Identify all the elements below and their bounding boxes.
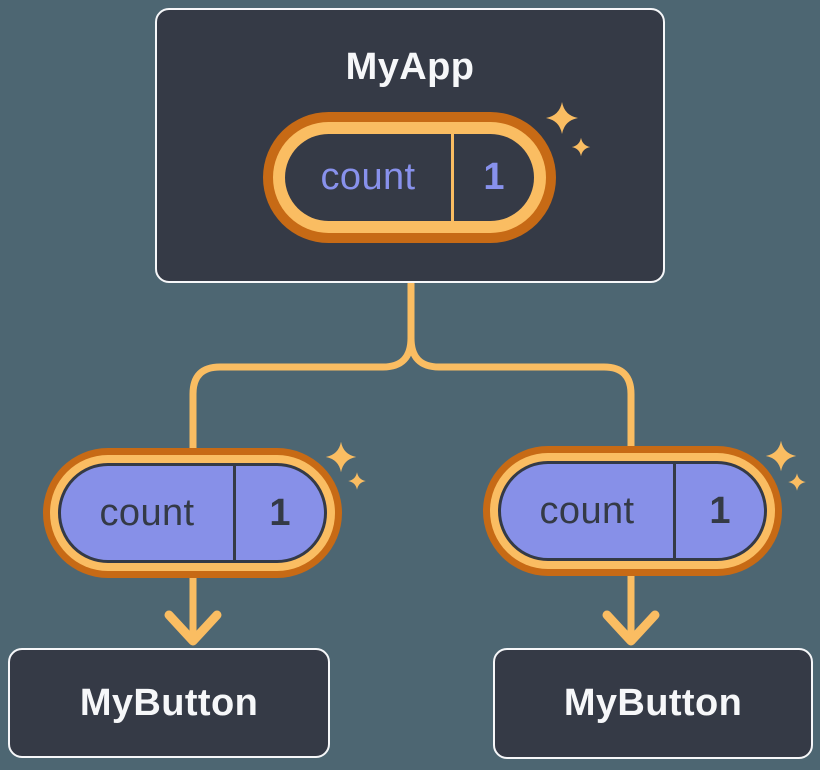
component-node-myapp: MyApp count 1 xyxy=(155,8,665,283)
prop-pill-body: count 1 xyxy=(498,461,767,561)
sparkle-icon xyxy=(325,441,357,473)
prop-name: count xyxy=(539,489,635,532)
prop-pill-body: count 1 xyxy=(58,463,327,563)
state-value: 1 xyxy=(483,156,505,198)
prop-pill-left: count 1 xyxy=(43,448,342,578)
arrow-down-icon xyxy=(602,610,660,646)
prop-value: 1 xyxy=(709,489,731,532)
state-name: count xyxy=(320,156,416,198)
prop-pill-right: count 1 xyxy=(483,446,782,576)
sparkle-icon xyxy=(348,472,366,490)
prop-value: 1 xyxy=(269,491,291,534)
state-pill-body: count 1 xyxy=(285,134,534,221)
state-pill-ring: count 1 xyxy=(273,122,546,233)
pill-divider xyxy=(451,134,454,221)
state-pill: count 1 xyxy=(263,112,556,243)
sparkle-icon xyxy=(788,473,806,491)
prop-name: count xyxy=(99,491,195,534)
component-title: MyApp xyxy=(345,46,475,88)
sparkle-icon xyxy=(765,440,797,472)
prop-pill-ring: count 1 xyxy=(490,453,775,569)
prop-pill-ring: count 1 xyxy=(50,455,335,571)
component-title: MyButton xyxy=(79,681,259,724)
pill-divider xyxy=(673,464,676,558)
arrow-down-icon xyxy=(164,610,222,646)
component-title: MyButton xyxy=(563,682,743,724)
component-node-mybutton-left: MyButton xyxy=(8,648,330,758)
component-node-mybutton-right: MyButton xyxy=(493,648,813,759)
